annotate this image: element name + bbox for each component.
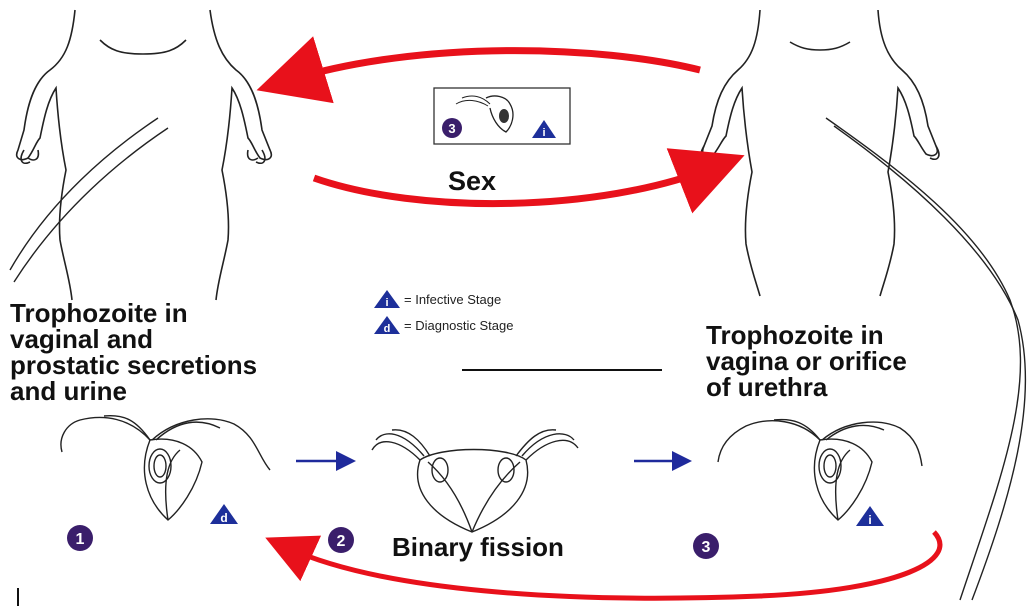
svg-text:i: i xyxy=(542,127,545,139)
right-stage-caption: Trophozoite in vagina or orifice of uret… xyxy=(706,322,1036,400)
red-arrow-bottom xyxy=(288,532,940,598)
right-human-figure xyxy=(701,10,939,296)
right-caption-line-3: of urethra xyxy=(706,374,1036,400)
inset-stage-badge: 3 xyxy=(442,118,462,138)
sex-label: Sex xyxy=(448,166,496,197)
left-caption-line-4: and urine xyxy=(10,378,430,404)
svg-text:2: 2 xyxy=(337,533,346,550)
svg-text:i: i xyxy=(868,513,871,527)
stage-badge-1: 1 xyxy=(67,525,93,551)
left-caption-line-3: prostatic secretions xyxy=(10,352,430,378)
left-human-figure xyxy=(17,10,272,300)
svg-text:1: 1 xyxy=(76,531,85,548)
svg-text:d: d xyxy=(220,511,227,525)
svg-text:3: 3 xyxy=(448,121,455,136)
trophozoite-stage-1 xyxy=(61,416,270,520)
svg-text:3: 3 xyxy=(702,539,711,556)
right-caption-line-2: vagina or orifice xyxy=(706,348,1036,374)
binary-fission-label: Binary fission xyxy=(392,532,564,563)
left-pointer-line-2 xyxy=(14,128,168,282)
stage-badge-3: 3 xyxy=(693,533,719,559)
left-pointer-line xyxy=(10,118,158,270)
red-arrow-sex xyxy=(314,168,712,204)
left-caption-line-2: vaginal and xyxy=(10,326,430,352)
red-arrow-top xyxy=(290,51,700,80)
diagnostic-stage-tag: d xyxy=(210,504,238,525)
left-caption-line-1: Trophozoite in xyxy=(10,300,430,326)
stage-badge-2: 2 xyxy=(328,527,354,553)
right-caption-line-1: Trophozoite in xyxy=(706,322,1036,348)
trophozoite-stage-2 xyxy=(372,430,578,532)
infective-stage-tag: i xyxy=(856,506,884,527)
trophozoite-stage-3 xyxy=(718,420,922,520)
left-stage-caption: Trophozoite in vaginal and prostatic sec… xyxy=(10,300,430,404)
